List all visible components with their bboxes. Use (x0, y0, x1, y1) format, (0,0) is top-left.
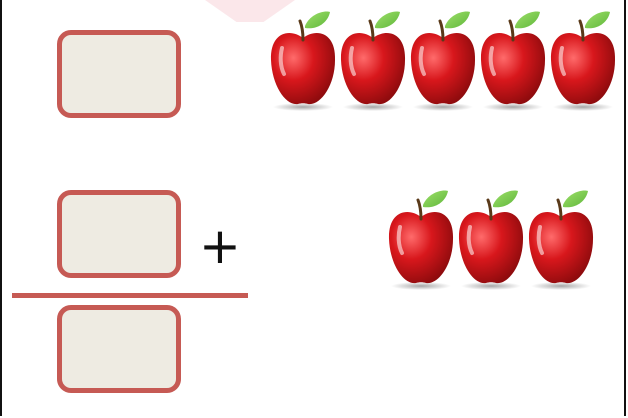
answer-box-second-addend[interactable] (57, 190, 181, 278)
apple-icon (458, 190, 524, 290)
apple-icon (388, 190, 454, 290)
apple-icon (480, 11, 546, 111)
sum-line (12, 293, 248, 298)
apple-row-first (268, 8, 618, 112)
answer-box-first-addend[interactable] (57, 30, 181, 118)
apple-icon (410, 11, 476, 111)
apple-icon (270, 11, 336, 111)
answer-box-sum[interactable] (57, 305, 181, 393)
plus-sign: + (199, 217, 241, 275)
apple-icon (340, 11, 406, 111)
apple-row-second (386, 187, 596, 291)
apple-icon (550, 11, 616, 111)
apple-icon (528, 190, 594, 290)
